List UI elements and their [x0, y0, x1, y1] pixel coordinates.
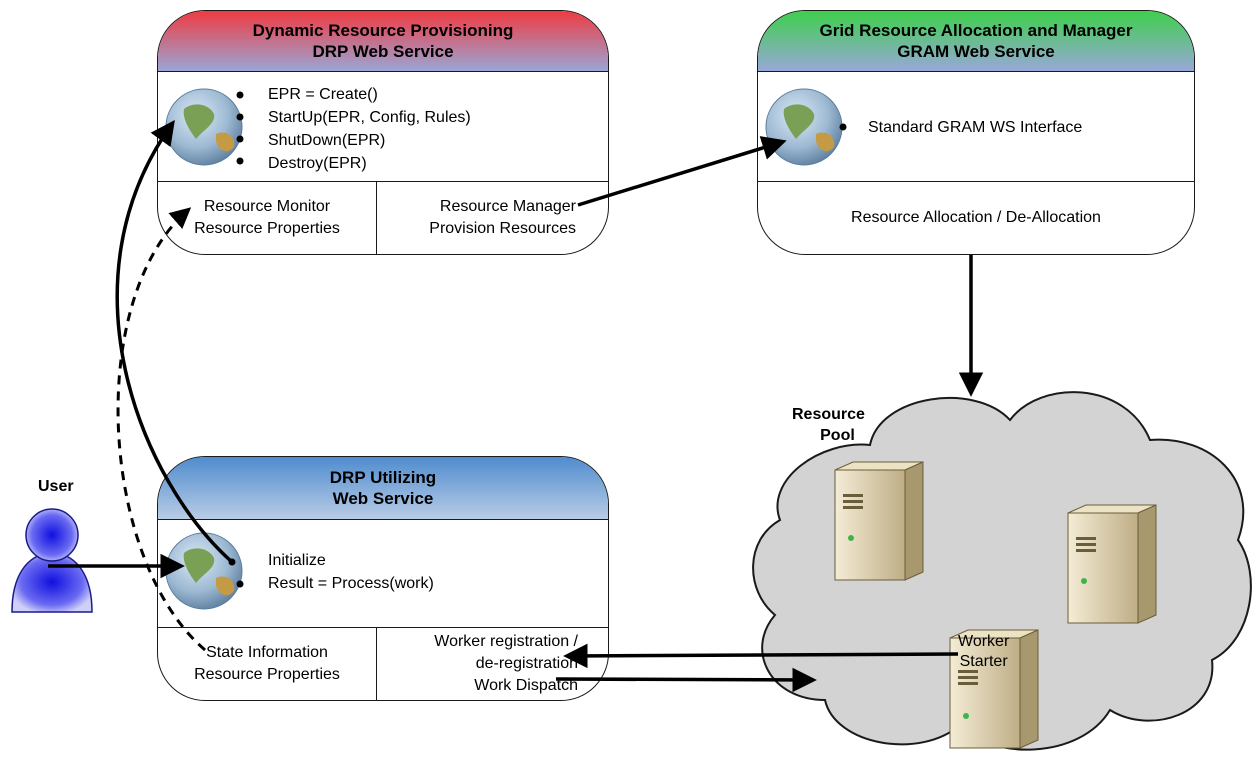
utilizing-service-footer: State Information Resource Properties Wo… [158, 627, 608, 700]
provision-resources-label: Provision Resources [429, 219, 576, 237]
work-dispatch-label: Work Dispatch [474, 676, 578, 694]
utilizing-service-title: DRP Utilizing [329, 468, 437, 487]
drp-utilizing-service-box: DRP Utilizing Web Service Initialize Res… [157, 456, 609, 701]
utilizing-service-header: DRP Utilizing Web Service [158, 457, 608, 520]
footer-divider [376, 627, 377, 700]
drp-service-footer: Resource Monitor Resource Properties Res… [158, 181, 608, 254]
operation-initialize: Initialize [268, 552, 326, 569]
gram-interface-label: Standard GRAM WS Interface [868, 119, 1083, 136]
state-information-label: State Information [206, 643, 328, 661]
user-icon [11, 508, 93, 613]
worker-starter-label: Worker Starter [958, 633, 1010, 670]
operation-startup: StartUp(EPR, Config, Rules) [268, 109, 471, 126]
resource-allocation-label: Resource Allocation / De-Allocation [851, 209, 1101, 226]
gram-service-footer: Resource Allocation / De-Allocation [758, 181, 1194, 254]
operation-shutdown: ShutDown(EPR) [268, 132, 386, 149]
gram-web-service-box: Grid Resource Allocation and Manager GRA… [757, 10, 1195, 255]
resource-monitor-label: Resource Monitor [203, 197, 331, 215]
worker-starter-server-icon [949, 629, 1039, 749]
drp-service-title: Dynamic Resource Provisioning [252, 21, 514, 40]
operation-create: EPR = Create() [268, 86, 378, 103]
utilizing-service-operations-panel: Initialize Result = Process(work) [158, 519, 608, 628]
drp-service-subtitle: DRP Web Service [312, 42, 454, 61]
state-resource-properties-label: Resource Properties [194, 665, 340, 683]
worker-deregistration-label: de-registration [475, 654, 578, 672]
user-label: User [38, 478, 74, 495]
operation-destroy: Destroy(EPR) [268, 155, 367, 172]
globe-icon [165, 88, 243, 166]
drp-service-header: Dynamic Resource Provisioning DRP Web Se… [158, 11, 608, 72]
resource-properties-label: Resource Properties [194, 219, 340, 237]
footer-divider [376, 181, 377, 254]
operation-process: Result = Process(work) [268, 575, 434, 592]
gram-service-subtitle: GRAM Web Service [897, 42, 1055, 61]
globe-icon [765, 88, 843, 166]
utilizing-service-subtitle: Web Service [332, 489, 434, 508]
server-icon [834, 461, 924, 581]
server-icon [1067, 504, 1157, 624]
gram-service-header: Grid Resource Allocation and Manager GRA… [758, 11, 1194, 72]
worker-registration-label: Worker registration / [434, 632, 578, 650]
gram-service-title: Grid Resource Allocation and Manager [819, 21, 1133, 40]
drp-service-operations-panel: EPR = Create() StartUp(EPR, Config, Rule… [158, 71, 608, 182]
resource-pool-label: Resource Pool [792, 406, 865, 444]
gram-service-interface-panel: Standard GRAM WS Interface [758, 71, 1194, 182]
globe-icon [165, 532, 243, 610]
drp-web-service-box: Dynamic Resource Provisioning DRP Web Se… [157, 10, 609, 255]
resource-manager-label: Resource Manager [439, 197, 576, 215]
